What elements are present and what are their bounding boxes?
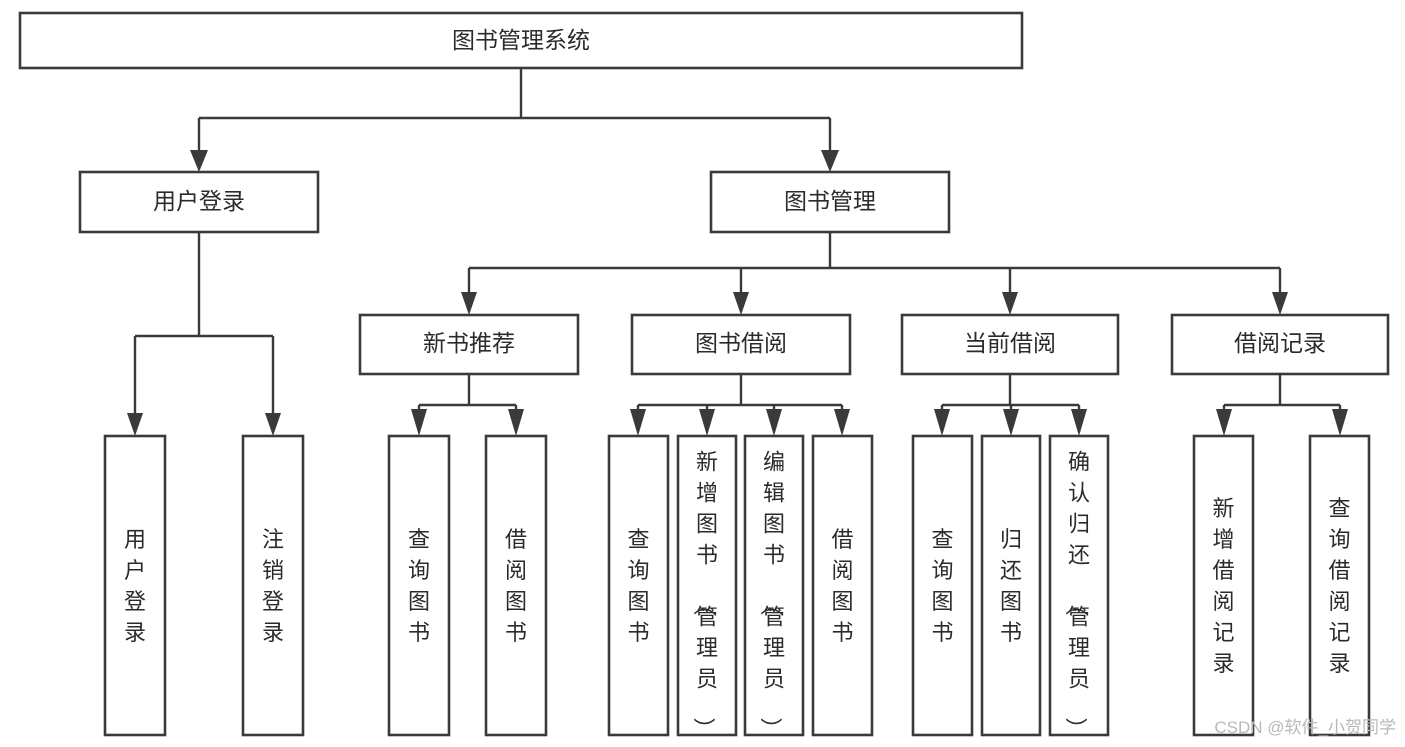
node-leaf-logout[interactable]: 注销登录	[241, 434, 305, 737]
node-book-management[interactable]: 图书管理	[709, 170, 951, 234]
arrow-to-leaf-logout	[265, 413, 281, 436]
node-root-box[interactable]	[18, 11, 1024, 70]
node-book-borrow[interactable]: 图书借阅	[630, 313, 852, 376]
node-leaf-query-book-current-label: 查询图书	[931, 527, 953, 645]
leaf-node-layer: 用户登录 注销登录 查询图书 借阅图书 查询图书 新增图书（管理员） 编辑图书（管理员） 借阅…	[103, 434, 1371, 740]
node-leaf-query-book-current-box[interactable]	[911, 434, 974, 737]
arrow-to-current-borrow	[1002, 292, 1018, 315]
node-borrow-record[interactable]: 借阅记录	[1170, 313, 1390, 376]
node-leaf-edit-book-admin-box[interactable]	[743, 434, 805, 737]
node-leaf-add-borrow-record-box[interactable]	[1192, 434, 1255, 737]
node-current-borrow-box[interactable]	[900, 313, 1120, 376]
node-leaf-query-book-recommend[interactable]: 查询图书	[387, 434, 451, 737]
node-borrow-record-label: 借阅记录	[1234, 330, 1326, 356]
node-leaf-edit-book-admin[interactable]: 编辑图书（管理员）	[743, 434, 805, 740]
arrow-root-to-user-login	[190, 150, 208, 172]
node-root-label: 图书管理系统	[452, 27, 590, 53]
node-leaf-query-book-borrow-box[interactable]	[607, 434, 670, 737]
node-new-book-recommend-label: 新书推荐	[423, 330, 515, 356]
arrow-to-leaf-user-login	[127, 413, 143, 436]
node-leaf-add-book-admin-label: 新增图书（管理员）	[691, 450, 718, 740]
node-leaf-query-book-borrow-label: 查询图书	[627, 527, 649, 645]
arrow-to-leaf-add-borrow-record	[1216, 409, 1232, 436]
arrow-to-leaf-edit-book-admin	[766, 409, 782, 436]
node-leaf-borrow-book-box[interactable]	[811, 434, 874, 737]
node-leaf-query-book-current[interactable]: 查询图书	[911, 434, 974, 737]
node-leaf-user-login-label: 用户登录	[124, 527, 146, 645]
arrow-to-leaf-confirm-return-admin	[1071, 409, 1087, 436]
node-leaf-logout-box[interactable]	[241, 434, 305, 737]
arrow-to-borrow-record	[1272, 292, 1288, 315]
node-new-book-recommend-box[interactable]	[358, 313, 580, 376]
node-user-login-label: 用户登录	[153, 188, 245, 214]
node-leaf-query-borrow-record-label: 查询借阅记录	[1328, 496, 1350, 676]
node-leaf-query-book-borrow[interactable]: 查询图书	[607, 434, 670, 737]
node-user-login-box[interactable]	[78, 170, 320, 234]
csdn-watermark: CSDN @软件_小贺同学	[1214, 718, 1396, 737]
node-leaf-borrow-book-recommend[interactable]: 借阅图书	[484, 434, 548, 737]
node-new-book-recommend[interactable]: 新书推荐	[358, 313, 580, 376]
node-root[interactable]: 图书管理系统	[18, 11, 1024, 70]
node-leaf-add-book-admin[interactable]: 新增图书（管理员）	[676, 434, 738, 740]
arrow-to-leaf-return-book	[1003, 409, 1019, 436]
node-leaf-edit-book-admin-label: 编辑图书（管理员）	[758, 450, 785, 740]
node-leaf-return-book-label: 归还图书	[1000, 527, 1022, 645]
arrow-to-leaf-query-book-recommend	[411, 409, 427, 436]
arrow-to-leaf-add-book-admin	[699, 409, 715, 436]
node-current-borrow-label: 当前借阅	[964, 330, 1056, 356]
node-leaf-return-book-box[interactable]	[980, 434, 1042, 737]
arrow-to-leaf-borrow-book-recommend	[508, 409, 524, 436]
node-book-borrow-box[interactable]	[630, 313, 852, 376]
node-user-login[interactable]: 用户登录	[78, 170, 320, 234]
node-leaf-query-borrow-record[interactable]: 查询借阅记录	[1308, 434, 1371, 737]
node-leaf-query-borrow-record-box[interactable]	[1308, 434, 1371, 737]
arrow-to-new-book-recommend	[461, 292, 477, 315]
node-leaf-borrow-book-recommend-label: 借阅图书	[505, 527, 527, 645]
arrow-to-book-borrow	[733, 292, 749, 315]
node-borrow-record-box[interactable]	[1170, 313, 1390, 376]
node-book-management-label: 图书管理	[784, 188, 876, 214]
connector-layer	[127, 68, 1348, 436]
node-leaf-add-borrow-record-label: 新增借阅记录	[1212, 496, 1234, 676]
node-leaf-borrow-book[interactable]: 借阅图书	[811, 434, 874, 737]
node-leaf-confirm-return-admin-box[interactable]	[1048, 434, 1110, 737]
arrow-to-leaf-borrow-book	[834, 409, 850, 436]
node-leaf-user-login[interactable]: 用户登录	[103, 434, 167, 737]
arrow-to-leaf-query-book-borrow	[630, 409, 646, 436]
node-current-borrow[interactable]: 当前借阅	[900, 313, 1120, 376]
arrow-root-to-book-management	[821, 150, 839, 172]
node-leaf-logout-label: 注销登录	[262, 527, 284, 645]
arrow-to-leaf-query-borrow-record	[1332, 409, 1348, 436]
node-leaf-confirm-return-admin-label: 确认归还（管理员）	[1063, 450, 1090, 740]
node-leaf-return-book[interactable]: 归还图书	[980, 434, 1042, 737]
node-leaf-query-book-recommend-label: 查询图书	[408, 527, 430, 645]
node-leaf-user-login-box[interactable]	[103, 434, 167, 737]
node-leaf-borrow-book-label: 借阅图书	[831, 527, 853, 645]
node-leaf-borrow-book-recommend-box[interactable]	[484, 434, 548, 737]
node-leaf-add-book-admin-box[interactable]	[676, 434, 738, 737]
node-book-management-box[interactable]	[709, 170, 951, 234]
node-book-borrow-label: 图书借阅	[695, 330, 787, 356]
arrow-to-leaf-query-book-current	[934, 409, 950, 436]
node-leaf-add-borrow-record[interactable]: 新增借阅记录	[1192, 434, 1255, 737]
node-leaf-confirm-return-admin[interactable]: 确认归还（管理员）	[1048, 434, 1110, 740]
node-leaf-query-book-recommend-box[interactable]	[387, 434, 451, 737]
